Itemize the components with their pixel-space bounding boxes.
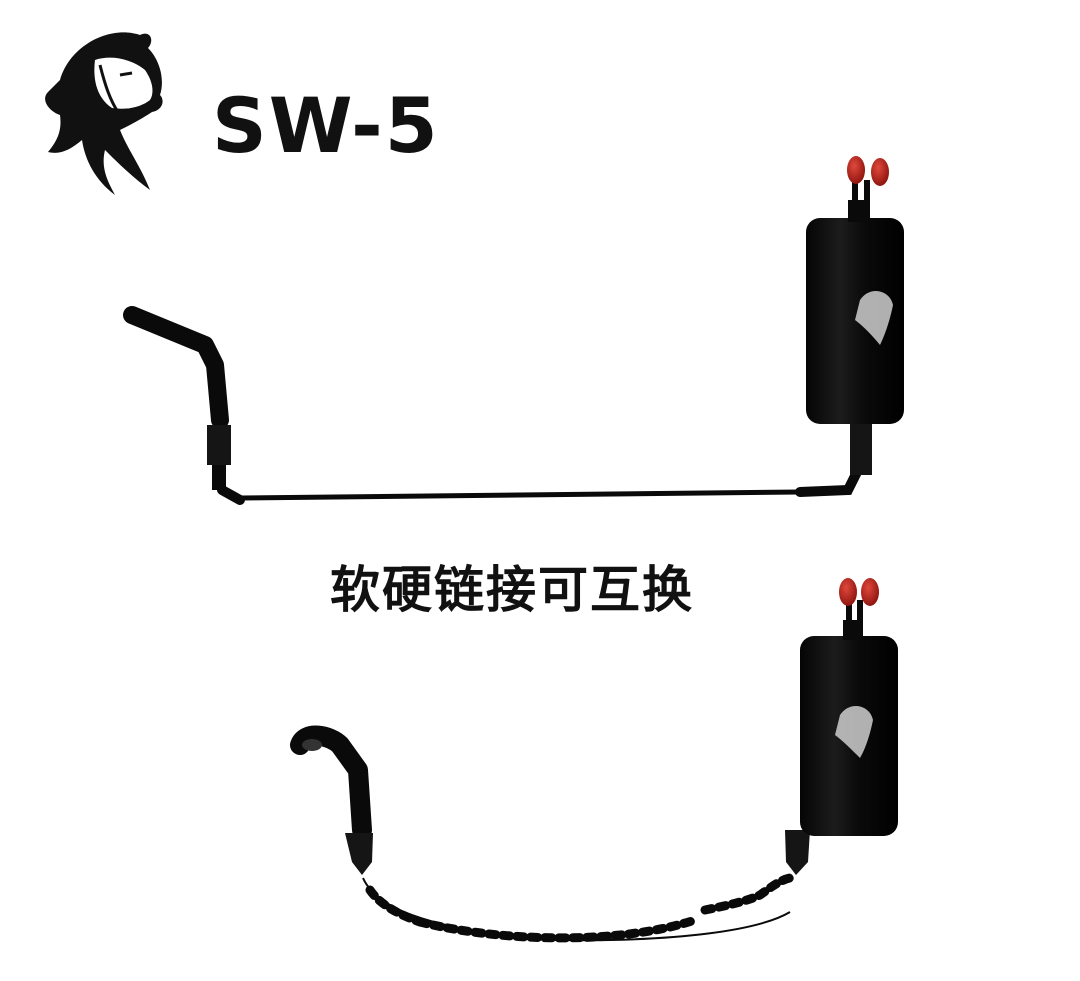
swinger-chain-arm (290, 578, 898, 943)
red-tip-icon (871, 158, 889, 186)
lion-emblem-icon (835, 705, 873, 758)
red-tip-icon (847, 156, 865, 184)
red-tip-icon (839, 578, 857, 606)
caption-text: 软硬链接可互换 (330, 561, 694, 619)
swinger-rigid-arm (123, 156, 904, 505)
model-title: SW-5 (212, 81, 440, 170)
red-tip-icon (861, 578, 879, 606)
lion-emblem-icon (855, 290, 893, 345)
lion-logo-icon (45, 32, 163, 195)
